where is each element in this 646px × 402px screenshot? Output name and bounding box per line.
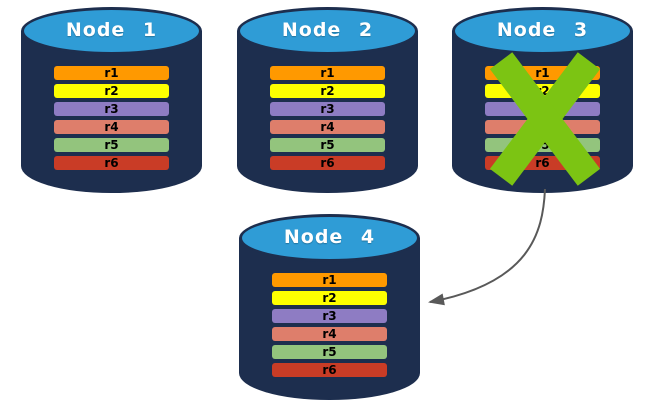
replica-row-r6: r6 [272, 363, 387, 377]
cylinder-top: Node 2 [237, 7, 418, 55]
replica-row-r2: r2 [270, 84, 385, 98]
replica-row-r6: r6 [270, 156, 385, 170]
replica-row-r2: r2 [272, 291, 387, 305]
failover-arrow-path [428, 188, 546, 306]
replica-row-r2: r2 [54, 84, 169, 98]
replica-row-r1: r1 [272, 273, 387, 287]
node-label: Node 1 [65, 19, 158, 41]
cylinder-top: Node 1 [21, 7, 202, 55]
node-label: Node 2 [281, 19, 374, 41]
replica-rows: r1 r2 r3 r4 r5 r6 [272, 273, 387, 381]
replica-row-r4: r4 [270, 120, 385, 134]
replica-row-r1: r1 [270, 66, 385, 80]
replica-row-r5: r5 [270, 138, 385, 152]
replica-rows: r1 r2 r3 r4 r5 r6 [54, 66, 169, 174]
node-1: r1 r2 r3 r4 r5 r6 Node 1 [21, 7, 202, 193]
node-4: r1 r2 r3 r4 r5 r6 Node 4 [239, 214, 420, 400]
replica-row-r1: r1 [54, 66, 169, 80]
replica-row-r5: r5 [272, 345, 387, 359]
node-label: Node 3 [496, 19, 589, 41]
cylinder-top: Node 4 [239, 214, 420, 262]
node-2: r1 r2 r3 r4 r5 r6 Node 2 [237, 7, 418, 193]
cylinder-top: Node 3 [452, 7, 633, 55]
replica-rows: r1 r2 r3 r4 r5 r6 [270, 66, 385, 174]
replica-row-r3: r3 [272, 309, 387, 323]
replica-row-r4: r4 [272, 327, 387, 341]
failure-x-icon [470, 46, 620, 192]
replica-row-r5: r5 [54, 138, 169, 152]
replica-row-r6: r6 [54, 156, 169, 170]
replica-row-r3: r3 [54, 102, 169, 116]
replica-row-r3: r3 [270, 102, 385, 116]
replica-row-r4: r4 [54, 120, 169, 134]
node-label: Node 4 [283, 226, 376, 248]
